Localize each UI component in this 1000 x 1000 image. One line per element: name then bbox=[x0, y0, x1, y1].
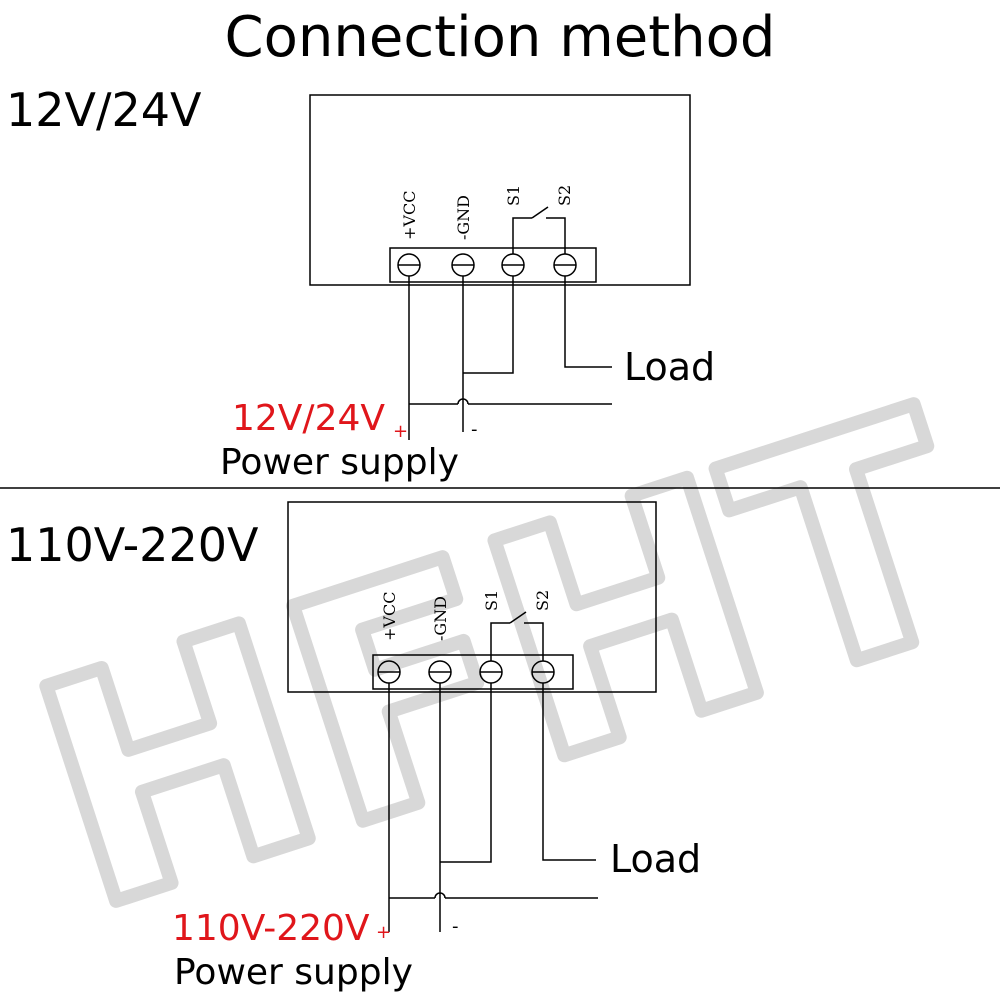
voltage-label: 12V/24V bbox=[232, 398, 385, 439]
terminal-labels-110v: +VCC -GND S1 S2 bbox=[380, 590, 552, 641]
minus-sign: - bbox=[471, 419, 478, 440]
screw-terminal-s1 bbox=[501, 253, 525, 277]
terminal-label-s2: S2 bbox=[555, 185, 574, 206]
page-title: Connection method bbox=[224, 5, 776, 70]
screw-terminal-vcc bbox=[397, 253, 421, 277]
load-label: Load bbox=[624, 345, 715, 389]
terminal-label-gnd: -GND bbox=[454, 195, 473, 240]
terminal-label-s1: S1 bbox=[504, 185, 523, 206]
terminal-label-vcc: +VCC bbox=[400, 191, 419, 240]
watermark-logo: HFHT bbox=[0, 338, 1000, 987]
terminal-label-s2: S2 bbox=[533, 590, 552, 611]
relay-switch-symbol bbox=[512, 206, 566, 254]
svg-text:HFHT: HFHT bbox=[0, 345, 1000, 980]
wiring-lines bbox=[388, 683, 598, 932]
section-heading-110v-220v: 110V-220V bbox=[6, 518, 259, 572]
power-supply-label: Power supply bbox=[174, 952, 413, 993]
relay-switch-symbol bbox=[490, 611, 544, 661]
terminal-block bbox=[372, 654, 574, 690]
terminal-label-gnd: -GND bbox=[431, 596, 450, 641]
load-label: Load bbox=[610, 837, 701, 881]
screw-terminal-gnd bbox=[451, 253, 475, 277]
terminal-block bbox=[389, 247, 597, 283]
screw-terminal-s2 bbox=[553, 253, 577, 277]
diagram-12v-24v bbox=[309, 94, 691, 440]
terminal-label-vcc: +VCC bbox=[380, 592, 399, 641]
minus-sign: - bbox=[452, 916, 459, 937]
plus-sign: + bbox=[376, 922, 391, 943]
plus-sign: + bbox=[393, 421, 408, 442]
section-heading-12v-24v: 12V/24V bbox=[6, 83, 202, 137]
terminal-labels-12v: +VCC -GND S1 S2 bbox=[400, 185, 574, 240]
controller-module-box bbox=[287, 501, 657, 693]
power-supply-label: Power supply bbox=[220, 442, 459, 483]
diagram-110v-220v bbox=[287, 501, 657, 932]
wiring-lines bbox=[408, 276, 612, 440]
controller-module-box bbox=[309, 94, 691, 286]
voltage-label: 110V-220V bbox=[172, 908, 370, 949]
terminal-label-s1: S1 bbox=[482, 590, 501, 611]
